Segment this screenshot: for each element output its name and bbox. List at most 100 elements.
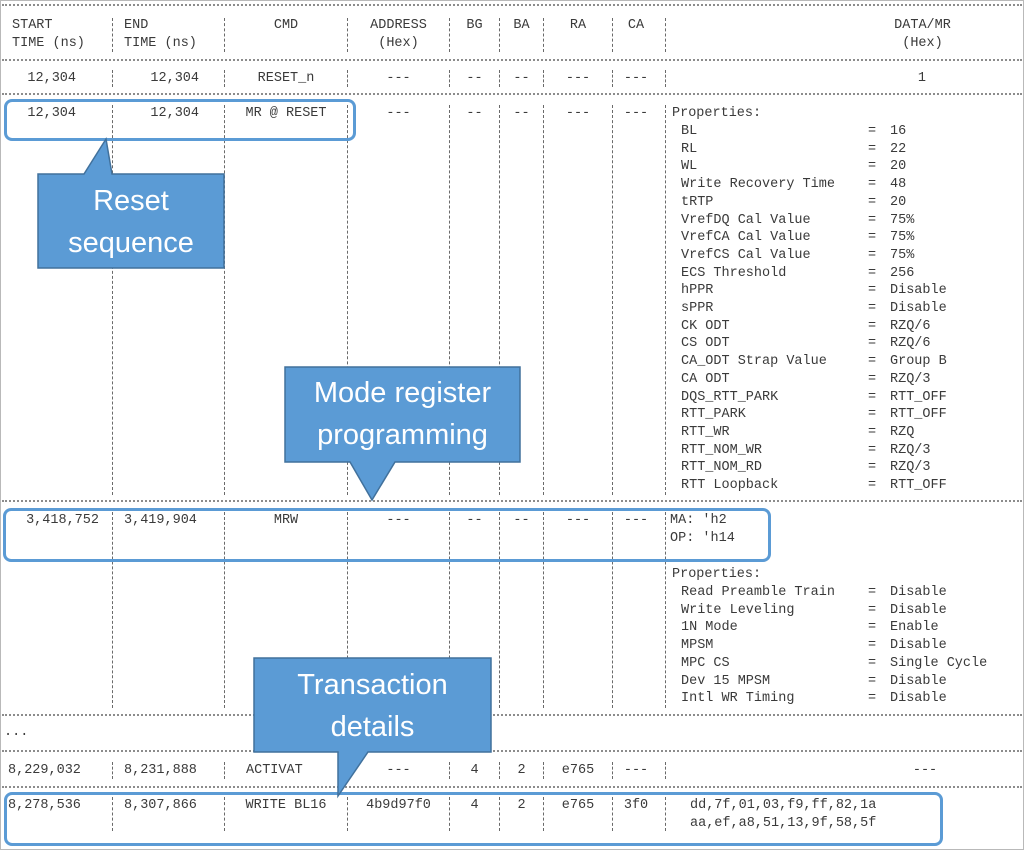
mrw-property-value: Disable [890, 585, 947, 600]
mrw-property-name: MPSM [681, 638, 714, 654]
mrw-property-equals: = [868, 602, 877, 618]
reset-property-value: 75% [890, 212, 915, 228]
reset-callout-shape [37, 136, 225, 269]
column-separator [543, 762, 544, 779]
reset-property-equals: = [868, 194, 877, 210]
mrw-op: OP: 'h14 [670, 531, 735, 546]
activate-ra: e765 [561, 763, 595, 778]
write-ra: e765 [561, 798, 595, 813]
reset-property-name: DQS_RTT_PARK [681, 389, 779, 405]
column-separator [612, 797, 613, 831]
reset-bg: -- [466, 71, 483, 86]
mrw-property-equals: = [868, 638, 877, 654]
column-separator [449, 797, 450, 831]
column-separator [612, 70, 613, 87]
column-separator [499, 762, 500, 779]
reset-property-name: CA_ODT Strap Value [681, 354, 827, 370]
activate-ca: --- [623, 763, 649, 778]
reset-property-equals: = [868, 336, 877, 352]
reset-property-value: RZQ [890, 424, 915, 440]
mr-reset-ba: -- [513, 106, 530, 121]
mrw-property-name: 1N Mode [681, 620, 738, 636]
column-separator [112, 105, 113, 495]
reset-property-equals: = [868, 478, 877, 493]
mrw-property-equals: = [868, 620, 877, 636]
mr-reset-bg: -- [466, 106, 483, 121]
reset-ra: --- [565, 71, 591, 86]
activate-bg: 4 [470, 763, 479, 778]
column-separator [347, 797, 348, 831]
reset-ba: -- [513, 71, 530, 86]
reset-property-value: 256 [890, 265, 915, 281]
column-separator [224, 105, 225, 495]
column-separator [612, 512, 613, 708]
mrw-ra: --- [565, 513, 591, 528]
mrw-ma: MA: 'h2 [670, 513, 727, 528]
mrw-end-time: 3,419,904 [124, 513, 197, 528]
reset-property-value: 75% [890, 247, 915, 263]
write-ca: 3f0 [623, 798, 649, 813]
reset-property-value: 20 [890, 194, 907, 210]
column-separator [543, 105, 544, 495]
reset-property-name: sPPR [681, 301, 714, 316]
column-separator [347, 70, 348, 87]
reset-property-name: Write Recovery Time [681, 177, 835, 193]
column-separator [224, 797, 225, 831]
reset-property-value: 22 [890, 141, 907, 157]
column-separator [499, 70, 500, 87]
write-ba: 2 [517, 798, 526, 813]
reset-property-value: Disable [890, 301, 947, 316]
reset-property-name: CK ODT [681, 318, 730, 334]
transaction-callout-text: Transaction details [297, 669, 448, 743]
row-separator [2, 714, 1022, 716]
column-separator [112, 762, 113, 779]
header-address: ADDRESS (Hex) [370, 18, 427, 51]
reset-property-value: 16 [890, 124, 907, 139]
mrw-bg: -- [466, 513, 483, 528]
column-separator [499, 18, 500, 52]
column-separator [347, 512, 348, 708]
reset-property-equals: = [868, 424, 877, 440]
write-cmd: WRITE BL16 [245, 798, 327, 813]
reset-property-value: RZQ/3 [890, 371, 931, 387]
reset-property-equals: = [868, 141, 877, 157]
column-separator [543, 70, 544, 87]
reset-property-name: tRTP [681, 194, 714, 210]
reset-property-equals: = [868, 177, 877, 193]
reset-property-equals: = [868, 159, 877, 175]
reset-property-value: RTT_OFF [890, 478, 947, 493]
row-separator [2, 786, 1022, 788]
activate-start-time: 8,229,032 [8, 763, 81, 778]
mr-reset-cmd: MR @ RESET [245, 106, 327, 121]
mrw-property-value: Disable [890, 602, 947, 618]
column-separator [224, 18, 225, 52]
column-separator [665, 18, 666, 52]
reset-end-time: 12,304 [150, 71, 199, 86]
reset-property-name: RTT_PARK [681, 407, 746, 423]
column-separator [449, 18, 450, 52]
column-separator [665, 105, 666, 495]
reset-address: --- [386, 71, 411, 86]
mrw-property-value: Single Cycle [890, 655, 988, 671]
reset-property-value: Disable [890, 283, 947, 299]
write-data-line-1: dd,7f,01,03,f9,ff,82,1a [690, 798, 877, 813]
mr-reset-ra: --- [565, 106, 591, 121]
column-separator [665, 762, 666, 779]
reset-property-name: WL [681, 159, 698, 175]
column-separator [112, 18, 113, 52]
header-start-time: START TIME (ns) [12, 18, 85, 51]
write-address: 4b9d97f0 [366, 798, 431, 813]
reset-property-value: 75% [890, 230, 915, 246]
mrw-property-equals: = [868, 673, 877, 689]
mode-callout-shape [284, 366, 521, 502]
mrw-property-value: Enable [890, 620, 939, 636]
reset-property-name: RTT Loopback [681, 478, 779, 493]
reset-property-name: RTT_NOM_RD [681, 460, 763, 476]
mr-reset-ca: --- [623, 106, 649, 121]
column-separator [499, 797, 500, 831]
mrw-address: --- [386, 513, 411, 528]
column-separator [665, 797, 666, 831]
column-separator [499, 512, 500, 708]
